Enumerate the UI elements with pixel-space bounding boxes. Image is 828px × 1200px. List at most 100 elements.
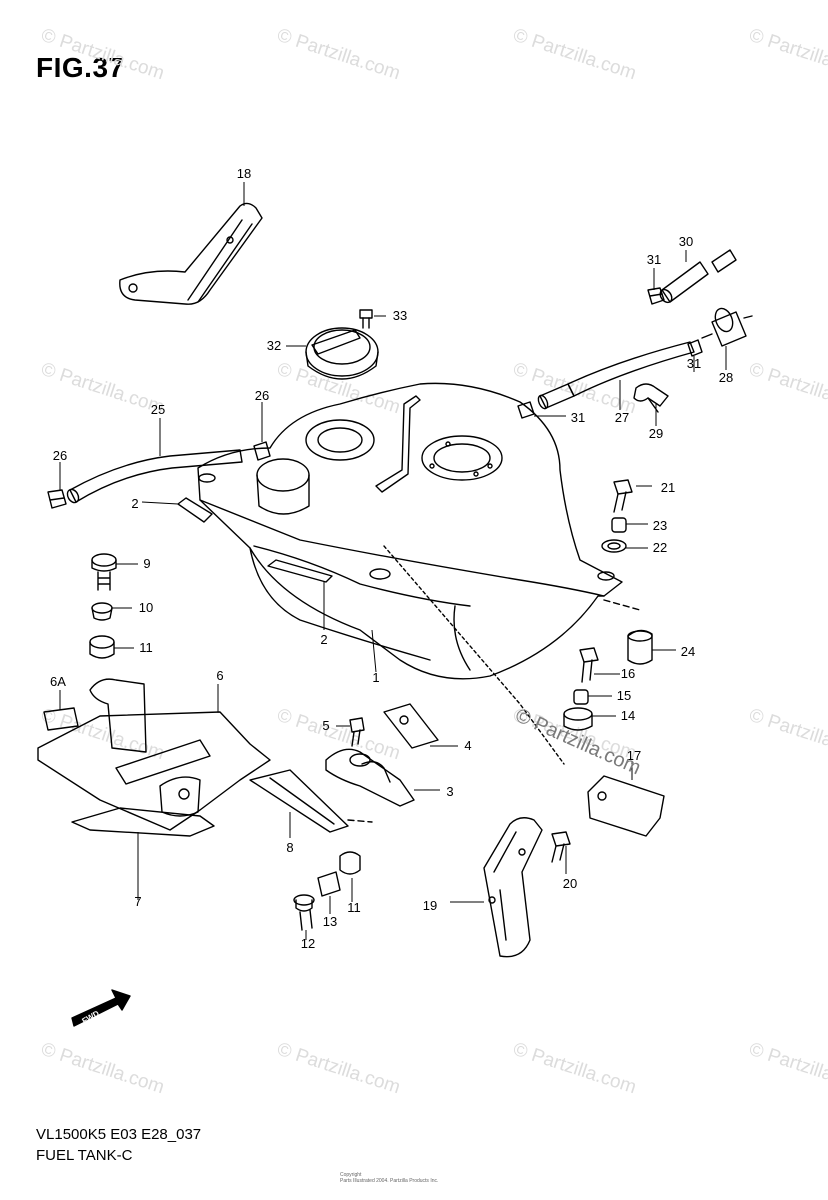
- watermark-text: © Partzilla.com: [274, 359, 402, 419]
- watermark-text: © Partzilla.com: [38, 705, 166, 765]
- callout-label: 22: [653, 540, 667, 555]
- callout-label: 27: [615, 410, 629, 425]
- bolt-21: [613, 479, 633, 513]
- callout-label: 20: [563, 876, 577, 891]
- callout-label: 1: [372, 670, 379, 685]
- callout-label: 10: [139, 600, 153, 615]
- collar-10: [91, 602, 113, 621]
- copyright-line-1: Copyright: [340, 1172, 362, 1178]
- bolt-5: [349, 717, 365, 747]
- fuel-tank-1: [197, 382, 641, 765]
- collar-13: [317, 871, 341, 897]
- clamp-26-left: [47, 489, 67, 509]
- callout-label: 7: [134, 894, 141, 909]
- rubber-14: [563, 707, 593, 731]
- callout-label: 24: [681, 644, 695, 659]
- callout-label: 8: [286, 840, 293, 855]
- watermark-layer: © Partzilla.com © Partzilla.com © Partzill…: [38, 25, 828, 1099]
- fuel-cap-32: [305, 327, 379, 380]
- callout-label: 6A: [50, 674, 66, 689]
- callout-label: 29: [649, 426, 663, 441]
- callout-label: 16: [621, 666, 635, 681]
- callout-label: 4: [464, 738, 471, 753]
- watermark-text: © Partzilla.com: [38, 1039, 166, 1099]
- clamp-26-upper: [253, 441, 271, 461]
- callout-label: 28: [719, 370, 733, 385]
- figure-title: FIG.37: [36, 52, 125, 83]
- collar-15: [573, 689, 589, 705]
- bolt-20: [551, 831, 571, 863]
- callout-label: 19: [423, 898, 437, 913]
- clamp-31-right: [687, 339, 703, 357]
- callout-label: 3: [446, 784, 453, 799]
- callout-label: 30: [679, 234, 693, 249]
- fuel-filter-28: [701, 307, 753, 347]
- pad-6A: [43, 707, 79, 731]
- hose-27: [537, 341, 695, 410]
- callout-label: 21: [661, 480, 675, 495]
- fwd-arrow-icon: [71, 989, 131, 1027]
- bracket-8: [249, 769, 373, 833]
- callout-label: 33: [393, 308, 407, 323]
- callout-label: 18: [237, 166, 251, 181]
- callout-label: 31: [571, 410, 585, 425]
- watermark-text: © Partzilla.com: [274, 1039, 402, 1099]
- watermark-text: © Partzilla.com: [38, 25, 166, 85]
- callout-label: 11: [139, 640, 153, 655]
- watermark-text: © Partzilla.com: [746, 359, 828, 419]
- strip-2-upper: [177, 497, 213, 523]
- callout-label: 32: [267, 338, 281, 353]
- bolt-12: [293, 894, 315, 931]
- watermark-text: © Partzilla.com: [746, 25, 828, 85]
- callout-label: 5: [322, 718, 329, 733]
- cushion-24: [627, 629, 653, 665]
- watermark-text: © Partzilla.com: [510, 1039, 638, 1099]
- callout-label: 9: [143, 556, 150, 571]
- hose-30: [659, 249, 737, 304]
- callout-label: 31: [687, 356, 701, 371]
- rubber-11-lower: [339, 851, 361, 875]
- callout-label: 11: [347, 900, 361, 915]
- rubber-11-left: [89, 635, 115, 659]
- figure-code: VL1500K5 E03 E28_037: [36, 1126, 202, 1143]
- bracket-3: [325, 748, 415, 807]
- callout-label: 2: [131, 496, 138, 511]
- watermark-text: © Partzilla.com: [38, 359, 166, 419]
- watermark-text: © Partzilla.com: [746, 705, 828, 765]
- copyright-note: Copyright Parts Illustrated 2004. Partzi…: [340, 1172, 438, 1184]
- callout-label: 26: [53, 448, 67, 463]
- clamp-31-top: [647, 287, 665, 305]
- copyright-line-2: Parts Illustrated 2004. Partzilla Produc…: [340, 1178, 439, 1184]
- collar-23: [611, 517, 627, 533]
- callout-label: 6: [216, 668, 223, 683]
- watermark-text: © Partzilla.com: [746, 1039, 828, 1099]
- heat-shield-6: [37, 678, 271, 831]
- plate-4: [383, 703, 439, 749]
- plate-17: [587, 775, 665, 837]
- callout-label: 25: [151, 402, 165, 417]
- watermark-text: © Partzilla.com: [274, 25, 402, 85]
- clip-29: [633, 383, 669, 413]
- bolt-16: [579, 647, 599, 683]
- hose-25: [66, 449, 243, 504]
- callout-label: 15: [617, 688, 631, 703]
- callout-label: 17: [627, 748, 641, 763]
- leader-lines: [59, 182, 727, 940]
- watermark-text: © Partzilla.com: [274, 705, 402, 765]
- figure-subtitle: FUEL TANK-C: [36, 1147, 133, 1164]
- callout-label: 31: [647, 252, 661, 267]
- heat-shield-7: [71, 807, 215, 837]
- watermark-text: © Partzilla.com: [510, 25, 638, 85]
- callout-label: 2: [320, 632, 327, 647]
- bracket-18: [119, 202, 263, 305]
- bolt-9: [91, 553, 117, 591]
- callout-label: 26: [255, 388, 269, 403]
- callout-label: 13: [323, 914, 337, 929]
- bracket-19: [483, 817, 543, 958]
- bolt-33: [359, 309, 373, 329]
- clamp-31-middle: [517, 401, 535, 419]
- callout-label: 23: [653, 518, 667, 533]
- callout-label: 14: [621, 708, 635, 723]
